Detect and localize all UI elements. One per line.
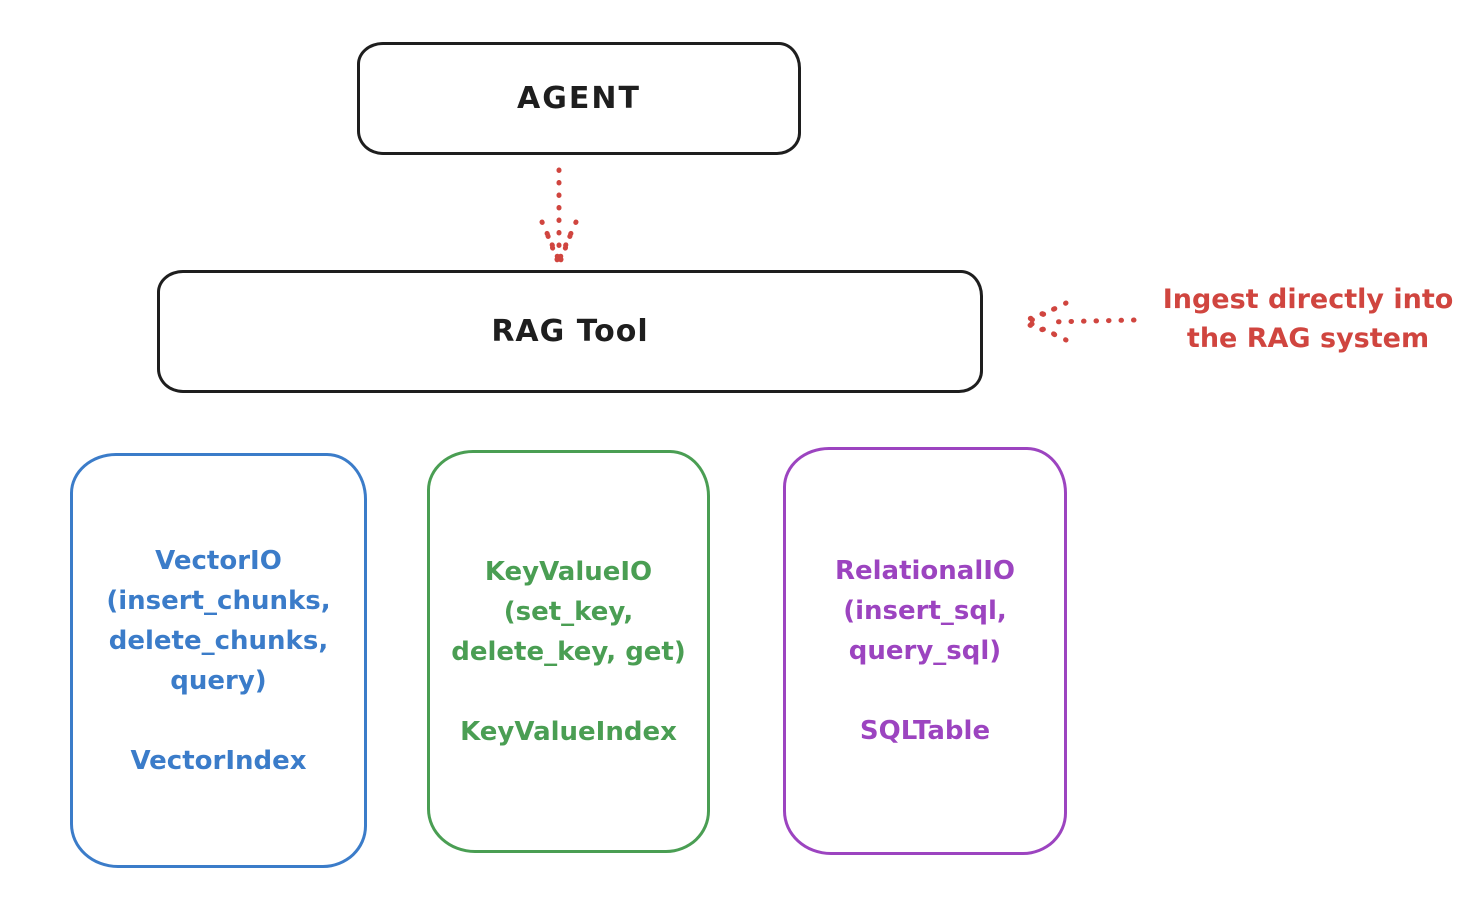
arrow-annotation-to-ragtool	[1021, 300, 1137, 343]
vectorio-methods-line3: query)	[170, 665, 267, 696]
rag-tool-box: RAG Tool	[157, 270, 983, 393]
ingest-annotation-line2: the RAG system	[1186, 323, 1430, 354]
relationalio-methods-line1: (insert_sql,	[843, 596, 1007, 626]
keyvalueio-index-label: KeyValueIndex	[460, 716, 677, 747]
vectorio-methods-line2: delete_chunks,	[108, 625, 329, 656]
vectorio-title: VectorIO	[155, 545, 282, 576]
agent-box: AGENT	[357, 42, 801, 155]
keyvalueio-methods-line1: (set_key,	[503, 596, 634, 627]
keyvalueio-methods-line2: delete_key, get)	[451, 636, 686, 667]
vectorio-index-label: VectorIndex	[130, 745, 307, 776]
ingest-annotation: Ingest directly into the RAG system	[1140, 280, 1476, 358]
vectorio-box: VectorIO (insert_chunks, delete_chunks, …	[70, 453, 367, 868]
relationalio-title: RelationalIO	[834, 556, 1016, 586]
ingest-annotation-line1: Ingest directly into	[1162, 284, 1454, 315]
keyvalueio-box: KeyValueIO (set_key, delete_key, get) Ke…	[427, 450, 710, 853]
relationalio-box: RelationalIO (insert_sql, query_sql) SQL…	[783, 447, 1067, 855]
vectorio-methods-line1: (insert_chunks,	[106, 585, 331, 616]
relationalio-methods-line2: query_sql)	[848, 636, 1002, 666]
rag-tool-label: RAG Tool	[491, 314, 649, 349]
relationalio-index-label: SQLTable	[859, 716, 991, 746]
agent-label: AGENT	[517, 81, 641, 116]
arrow-agent-to-ragtool	[539, 167, 579, 265]
keyvalueio-title: KeyValueIO	[484, 556, 653, 587]
